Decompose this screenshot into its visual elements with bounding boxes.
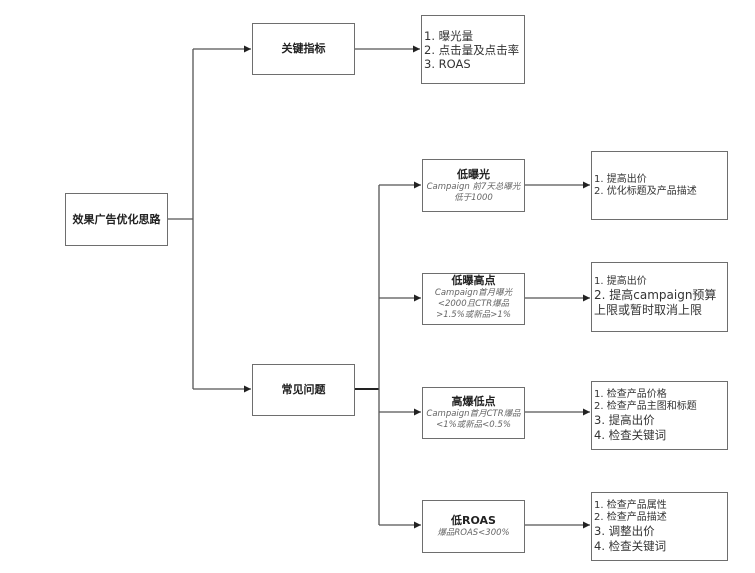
problem-title: 高爆低点: [451, 395, 496, 408]
problem-title: 低ROAS: [451, 514, 496, 527]
action-item: 1. 检查产品属性: [594, 499, 667, 511]
action-item: 3. 提高出价: [594, 412, 655, 427]
problem-condition: Campaign 前7天总曝光低于1000: [426, 181, 521, 203]
problem-condition: Campaign首月CTR爆品<1%或新品<0.5%: [426, 409, 521, 430]
action-item: 2. 检查产品描述: [594, 511, 667, 523]
action-item: 1. 检查产品价格: [594, 388, 667, 400]
problem-condition: Campaign首月曝光<2000且CTR爆品>1.5%或新品>1%: [434, 288, 513, 320]
problem-node-low-exposure[interactable]: 低曝光 Campaign 前7天总曝光低于1000: [422, 159, 525, 212]
metric-item: 3. ROAS: [424, 56, 471, 71]
metric-item: 2. 点击量及点击率: [424, 42, 520, 57]
problem-node-high-exposure-low-click[interactable]: 高爆低点 Campaign首月CTR爆品<1%或新品<0.5%: [422, 387, 525, 439]
root-label: 效果广告优化思路: [72, 212, 161, 226]
key-metrics-detail[interactable]: 1. 曝光量 2. 点击量及点击率 3. ROAS: [421, 15, 525, 84]
action-item: 1. 提高出价: [594, 276, 647, 287]
action-item: 2. 检查产品主图和标题: [594, 400, 697, 412]
key-metrics-node[interactable]: 关键指标: [252, 23, 355, 75]
actions-node-low-exposure[interactable]: 1. 提高出价 2. 优化标题及产品描述: [591, 151, 728, 220]
actions-node-high-exposure-low-click[interactable]: 1. 检查产品价格 2. 检查产品主图和标题 3. 提高出价 4. 检查关键词: [591, 381, 728, 450]
action-item: 上限或暂时取消上限: [594, 303, 703, 317]
action-item: 3. 调整出价: [594, 523, 655, 538]
action-item: 4. 检查关键词: [594, 538, 667, 553]
action-item: 1. 提高出价: [594, 173, 647, 185]
action-item: 2. 优化标题及产品描述: [594, 185, 697, 197]
action-item: 2. 提高campaign预算: [594, 288, 717, 302]
problem-node-low-roas[interactable]: 低ROAS 爆品ROAS<300%: [422, 500, 525, 553]
common-issues-label: 常见问题: [281, 383, 326, 396]
problem-title: 低曝光: [457, 167, 490, 181]
metric-item: 1. 曝光量: [424, 28, 474, 43]
actions-node-low-roas[interactable]: 1. 检查产品属性 2. 检查产品描述 3. 调整出价 4. 检查关键词: [591, 492, 728, 561]
key-metrics-label: 关键指标: [281, 42, 326, 55]
root-node[interactable]: 效果广告优化思路: [65, 193, 168, 246]
actions-node-low-exposure-high-click[interactable]: 1. 提高出价 2. 提高campaign预算 上限或暂时取消上限: [591, 262, 728, 332]
problem-node-low-exposure-high-click[interactable]: 低曝高点 Campaign首月曝光<2000且CTR爆品>1.5%或新品>1%: [422, 273, 525, 325]
action-item: 4. 检查关键词: [594, 427, 667, 442]
problem-title: 低曝高点: [451, 274, 496, 287]
common-issues-node[interactable]: 常见问题: [252, 364, 355, 416]
problem-condition: 爆品ROAS<300%: [437, 528, 510, 538]
